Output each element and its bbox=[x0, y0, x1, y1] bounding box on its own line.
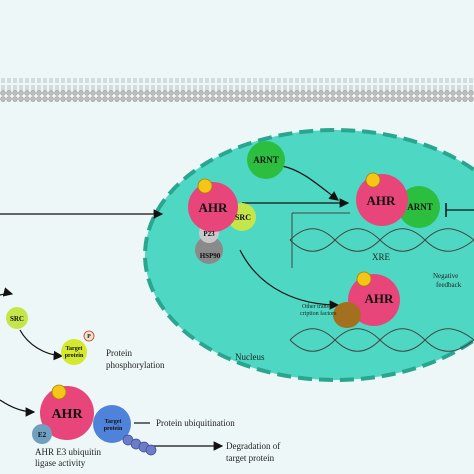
target-protein-label-1: Target bbox=[66, 346, 83, 352]
arnt-free: ARNT bbox=[247, 141, 285, 179]
ligand-circle bbox=[197, 178, 213, 194]
arnt-free-label: ARNT bbox=[253, 155, 279, 165]
negative-feedback-label-2: feedback bbox=[436, 281, 462, 289]
ubiquitination-label: Protein ubiquitination bbox=[156, 418, 235, 428]
e2-circle bbox=[32, 424, 52, 444]
nucleus-label: Nucleus bbox=[235, 352, 265, 362]
ahr-arnt-complex: AHR ARNT bbox=[356, 172, 440, 228]
p23-label: P23 bbox=[203, 230, 215, 238]
ahr-e3-ligase-complex: AHR E2 Target protein bbox=[32, 384, 157, 456]
ligand-tf-circle bbox=[356, 271, 372, 287]
arnt-free-circle bbox=[247, 141, 285, 179]
phosphate-label: P bbox=[87, 334, 91, 340]
ahr-cytoplasmic-complex: AHR SRC P23 HSP90 bbox=[188, 178, 256, 264]
ahr-circle bbox=[188, 182, 238, 232]
e2-label: E2 bbox=[38, 431, 47, 439]
ligand-bound-circle bbox=[365, 172, 381, 188]
dna-lower bbox=[289, 328, 474, 352]
ahr-label: AHR bbox=[199, 200, 229, 215]
ahr-tf-complex: AHR bbox=[333, 271, 400, 328]
arrow-to-e3 bbox=[0, 399, 36, 417]
degradation-label-1: Degradation of bbox=[226, 441, 280, 451]
arrow-ahr-to-tf bbox=[239, 249, 340, 310]
degradation-label-2: target protein bbox=[226, 453, 275, 463]
target-protein-label-2: protein bbox=[65, 353, 84, 359]
arnt-bound-circle bbox=[398, 186, 440, 228]
nucleus bbox=[143, 128, 474, 382]
arrow-src-to-target bbox=[19, 329, 64, 361]
phosphorylation-label-2: phosphorylation bbox=[106, 360, 165, 370]
arrow-to-src bbox=[0, 287, 14, 297]
hsp90-circle bbox=[195, 236, 223, 264]
src-cyto-circle bbox=[6, 307, 28, 329]
target-ub-label-1: Target bbox=[105, 419, 122, 425]
ahr-bound-circle bbox=[356, 174, 408, 226]
other-tf-label-2: cription factors bbox=[300, 310, 337, 317]
ahr-e3-activity-label-2: ligase activity bbox=[35, 458, 86, 468]
phosphate-circle bbox=[83, 330, 95, 342]
ubiquitin-4 bbox=[145, 444, 157, 456]
ahr-e3-label: AHR bbox=[51, 407, 83, 422]
other-tf-ellipse bbox=[333, 302, 361, 328]
ligand-e3-circle bbox=[51, 384, 67, 400]
arnt-bound-label: ARNT bbox=[407, 202, 433, 212]
cell-membrane bbox=[0, 78, 474, 102]
target-ub-label-2: protein bbox=[104, 426, 123, 432]
src-label: SRC bbox=[235, 213, 251, 222]
target-ub-circle bbox=[93, 405, 131, 443]
ahr-e3-circle bbox=[40, 386, 94, 440]
hsp90-label: HSP90 bbox=[200, 252, 221, 260]
dna-upper bbox=[289, 228, 474, 252]
phosphorylation-label-1: Protein bbox=[106, 348, 132, 358]
ahr-e3-activity-label-1: AHR E3 ubiquitin bbox=[35, 447, 102, 457]
arrow-arnt-recruit bbox=[281, 165, 339, 201]
src-cyto-label: SRC bbox=[10, 315, 24, 323]
ahr-tf-circle bbox=[348, 274, 400, 326]
src-phosphorylation: SRC Target protein P bbox=[6, 307, 95, 365]
xre-label: XRE bbox=[372, 252, 391, 262]
target-protein-circle bbox=[61, 339, 87, 365]
ahr-bound-label: AHR bbox=[367, 193, 397, 208]
ahr-tf-label: AHR bbox=[365, 291, 395, 306]
other-tf-label-1: Other trans- bbox=[302, 304, 331, 310]
negative-feedback-label-1: Negative bbox=[433, 272, 458, 280]
